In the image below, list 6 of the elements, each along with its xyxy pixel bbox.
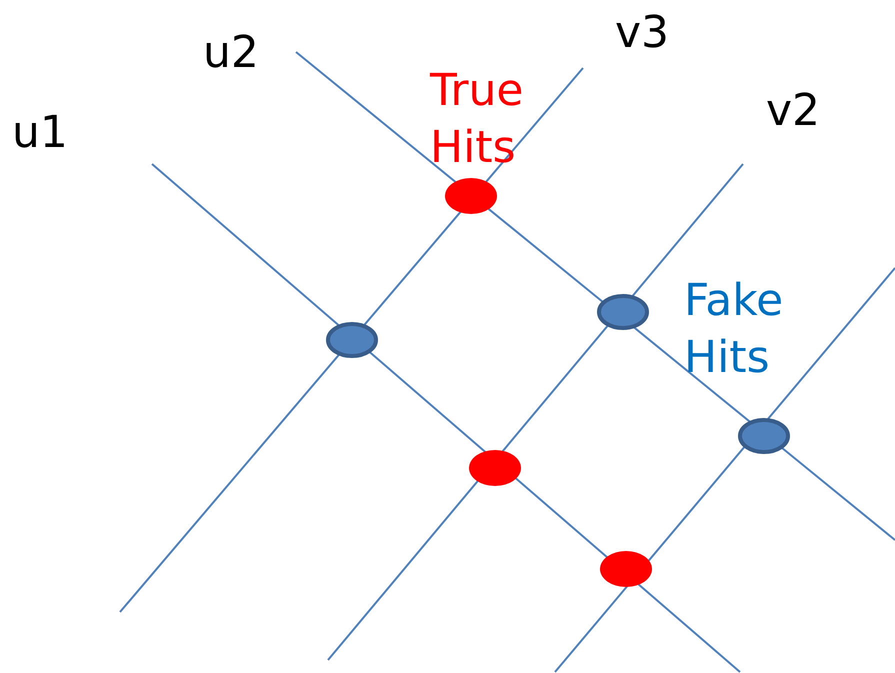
strip-label: u2 (203, 26, 259, 80)
strip-label: u1 (12, 106, 68, 160)
strip-label: v3 (615, 6, 670, 60)
strip-label: v2 (766, 84, 820, 138)
annotation: Fake Hits (684, 274, 784, 385)
annotation: True Hits (430, 64, 524, 175)
